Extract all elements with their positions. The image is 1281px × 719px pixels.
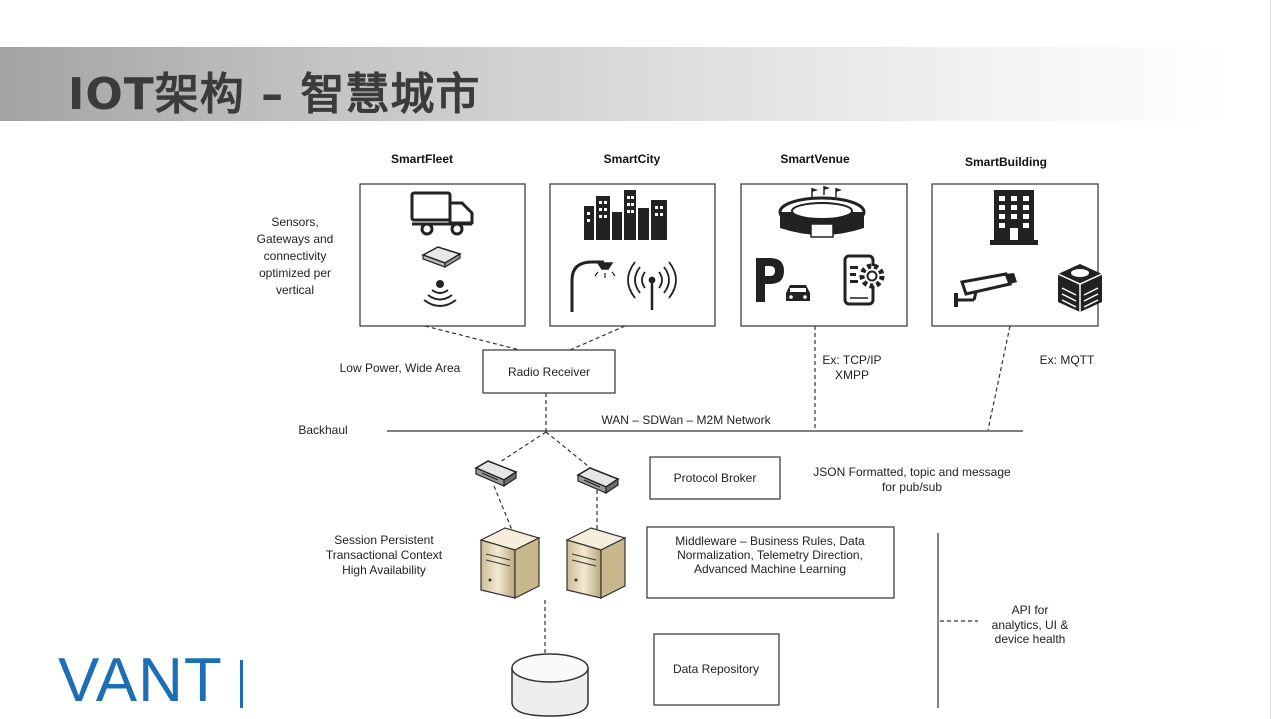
vertical-header-smartfleet: SmartFleet [391,152,453,166]
json-label-line-2: for pub/sub [882,480,942,494]
parking-icon [756,258,810,302]
title-bar [0,47,1232,121]
api-label-line-1: API for [1012,603,1049,617]
company-logo: VANT [58,646,223,715]
backhaul-label: Backhaul [298,423,347,437]
hvac-unit-icon [1057,264,1103,312]
logo-divider [240,660,243,708]
street-lamp-icon [570,260,616,312]
server-icon-left [479,527,541,599]
server-icon-right [565,527,627,599]
mqtt-label: Ex: MQTT [1040,353,1095,367]
truck-icon [410,191,474,236]
router-icon-right [576,467,620,495]
radio-receiver-box [482,349,616,394]
session-label-line-1: Session Persistent [334,533,434,547]
middleware-label-line-3: Advanced Machine Learning [694,562,846,576]
slide-edge-rule [1270,0,1271,719]
session-label-line-3: High Availability [342,563,426,577]
mobile-settings-icon [843,254,885,306]
router-icon-left [474,460,518,488]
vertical-connectors [424,325,1011,432]
security-camera-icon [954,272,1017,307]
middleware-label-line-1: Middleware – Business Rules, Data [675,534,865,548]
slide-title: IOT架构 – 智慧城市 [68,69,481,120]
vertical-header-smartbuilding: SmartBuilding [965,155,1047,169]
city-skyline-icon [584,190,667,240]
vertical-header-smartcity: SmartCity [604,152,661,166]
gateway-device-icon [421,246,462,269]
low-power-label: Low Power, Wide Area [340,361,461,375]
tcpip-label-line-2: XMPP [835,368,869,382]
protocol-broker-label: Protocol Broker [674,471,757,485]
sensors-label-line-4: optimized per [259,266,331,280]
middleware-box [646,526,895,599]
sensors-label-line-5: vertical [276,283,314,297]
radio-antenna-icon [627,261,677,310]
router-connectors [493,431,598,655]
middleware-label-line-2: Normalization, Telemetry Direction, [677,548,863,562]
database-icon [511,653,589,717]
office-building-icon [990,190,1038,245]
tcpip-label-line-1: Ex: TCP/IP [822,353,881,367]
api-label-line-3: device health [995,632,1066,646]
data-repository-box [653,633,780,706]
json-label-line-1: JSON Formatted, topic and message [813,465,1011,479]
sensors-label-line-2: Gateways and [257,232,334,246]
wan-label: WAN – SDWan – M2M Network [601,413,771,427]
radio-receiver-label: Radio Receiver [508,365,590,379]
wireless-signal-icon [423,280,457,307]
protocol-broker-box [649,456,781,500]
api-label-line-2: analytics, UI & [992,618,1069,632]
stadium-icon [778,186,866,238]
vertical-header-smartvenue: SmartVenue [780,152,850,166]
session-label-line-2: Transactional Context [326,548,443,562]
sensors-label-line-3: connectivity [264,249,327,263]
data-repository-label: Data Repository [673,662,759,676]
sensors-label-line-1: Sensors, [271,215,318,229]
